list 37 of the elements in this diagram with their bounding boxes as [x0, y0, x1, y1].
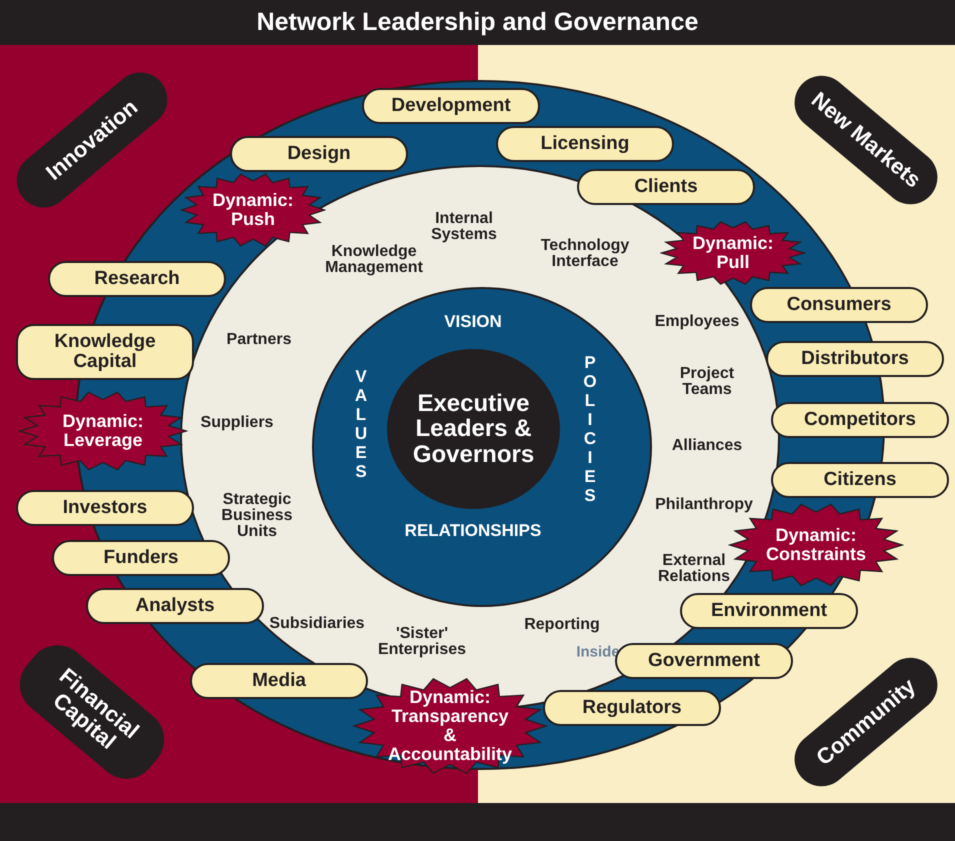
ring-label: External Relations [656, 553, 731, 585]
stakeholder-pill: Knowledge Capital [16, 324, 194, 380]
ring-label: RELATIONSHIPS [404, 521, 542, 541]
ring-label: Alliances [672, 438, 742, 454]
dynamic-starburst: Dynamic: Transparency & Accountability [352, 676, 548, 776]
ring-label: Employees [654, 314, 740, 330]
stakeholder-pill: Analysts [86, 588, 264, 624]
center-ellipse: Executive Leaders & Governors [387, 349, 560, 509]
ring-label: Project Teams [678, 366, 736, 398]
stakeholder-pill: Investors [16, 490, 194, 526]
stakeholder-pill: Environment [680, 593, 858, 629]
stakeholder-pill: Citizens [771, 462, 949, 498]
dynamic-starburst: Dynamic: Push [180, 172, 326, 248]
dynamic-starburst: Dynamic: Pull [660, 220, 806, 286]
stakeholder-pill: Licensing [496, 126, 674, 162]
ring-label: Subsidiaries [269, 616, 365, 632]
ring-label: Knowledge Management [324, 244, 424, 276]
ring-label: VISION [444, 312, 502, 332]
ring-label: Technology Interface [540, 238, 630, 270]
stakeholder-pill: Regulators [543, 690, 721, 726]
ring-label: Reporting [524, 617, 600, 633]
stakeholder-pill: Development [362, 88, 540, 124]
stakeholder-pill: Funders [52, 540, 230, 576]
stakeholder-pill: Distributors [766, 341, 944, 377]
ring-label: 'Sister' Enterprises [376, 626, 468, 658]
ring-label: Suppliers [200, 415, 274, 431]
title-bar: Network Leadership and Governance [0, 0, 955, 45]
stakeholder-pill: Consumers [750, 287, 928, 323]
ring-label: Strategic Business Units [220, 492, 294, 540]
ring-label: POLICIES [583, 352, 597, 506]
ring-label: Internal Systems [430, 211, 498, 243]
stakeholder-pill: Research [48, 261, 226, 297]
stakeholder-pill: Design [230, 136, 408, 172]
stakeholder-pill: Competitors [771, 402, 949, 438]
ring-label: VALUES [354, 366, 368, 482]
ring-label: Partners [226, 332, 292, 348]
dynamic-starburst: Dynamic: Leverage [18, 390, 188, 472]
